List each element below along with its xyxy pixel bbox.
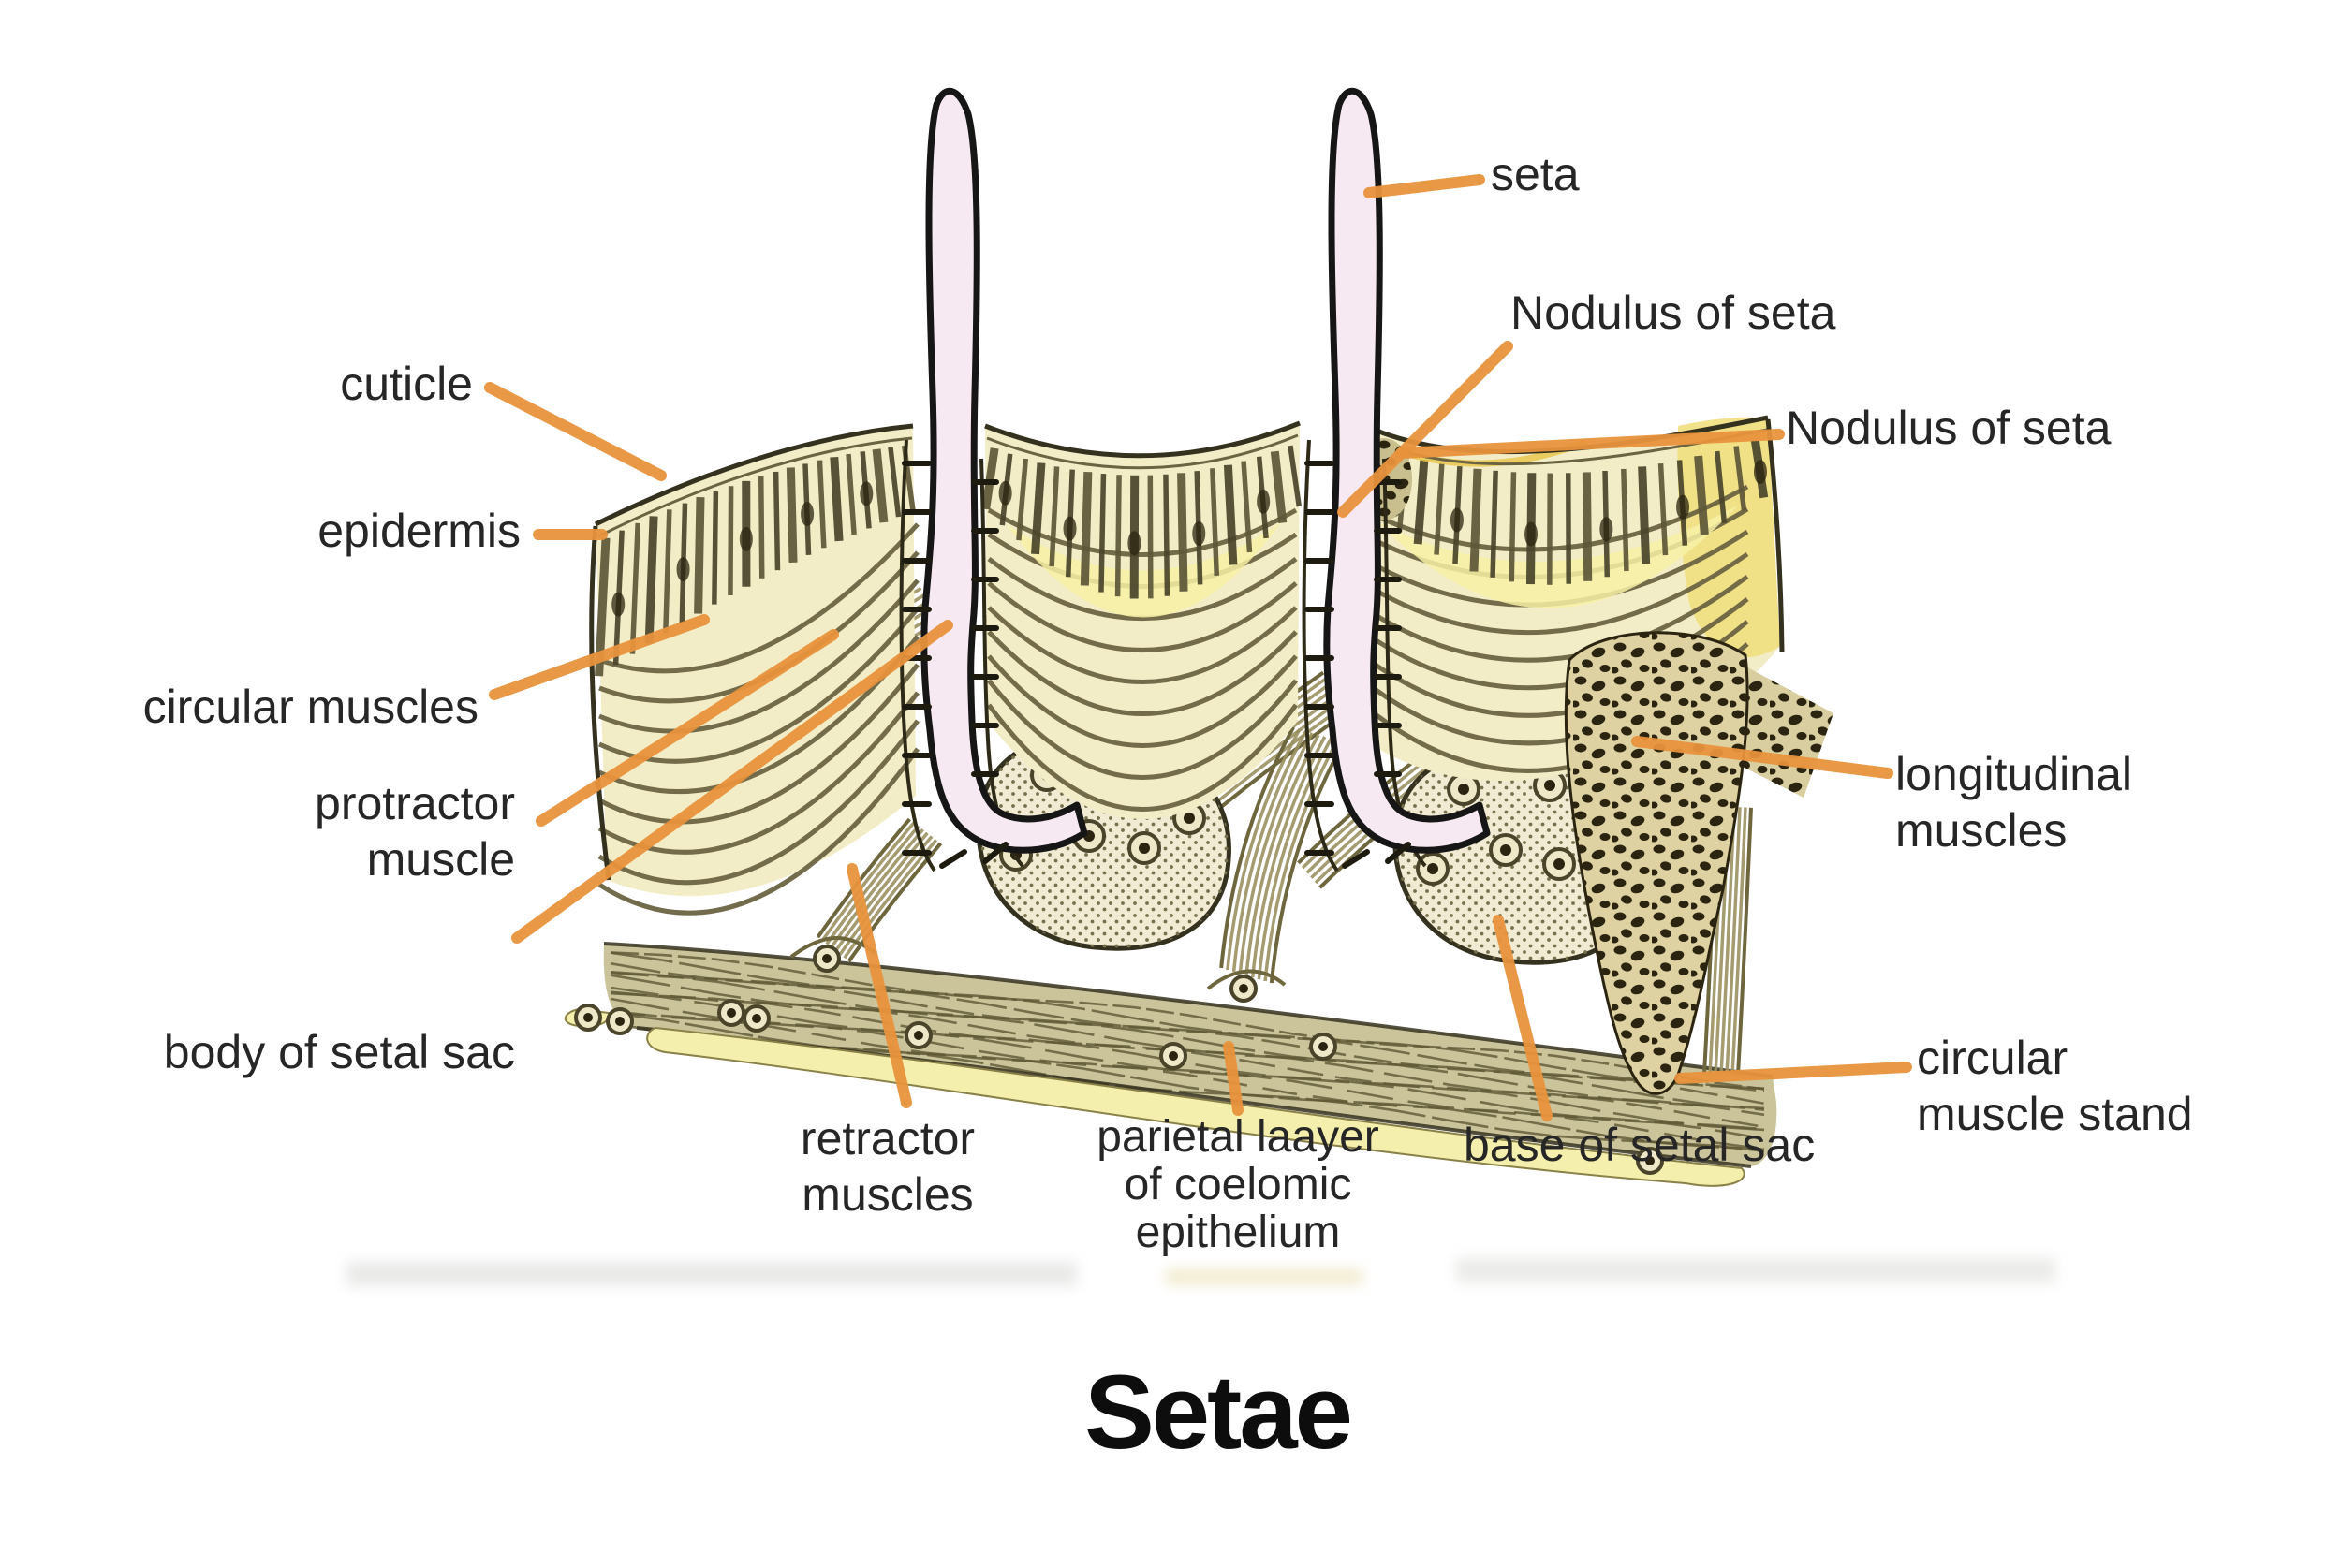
label-nodulus-of-seta-2: Nodulus of seta (1786, 402, 2112, 454)
figure-title: Setae (1084, 1354, 1353, 1471)
leader-retractor-muscles (847, 863, 912, 1108)
parietal-layer-strip (646, 1026, 1745, 1187)
label-nodulus-of-seta-1: Nodulus of seta (1510, 286, 1836, 339)
label-protractor-muscle: protractor muscle (315, 777, 515, 886)
circular-muscle-stand (564, 942, 1777, 1187)
leader-cuticle (484, 382, 667, 481)
label-base-of-setal-sac: base of setal sac (1464, 1119, 1816, 1171)
leader-parietal-layer (1223, 1041, 1244, 1116)
label-longitudinal-muscles: longitudinal muscles (1895, 748, 2132, 857)
leader-nodulus-2 (1395, 429, 1785, 459)
leader-seta (1363, 174, 1485, 198)
cuticle-line (594, 423, 914, 527)
label-epidermis: epidermis (317, 505, 521, 557)
label-parietal-layer: parietal laayer of coelomic epithelium (1097, 1112, 1379, 1257)
leader-longitudinal-muscles (1631, 736, 1893, 779)
label-retractor-muscles: retractor muscles (800, 1112, 976, 1221)
label-circular-muscle-stand: circular muscle stand (1917, 1032, 2193, 1140)
longitudinal-muscles (1564, 631, 1833, 1095)
leader-base-of-setal-sac (1493, 915, 1553, 1121)
cell-nuclei (574, 945, 1664, 1175)
leader-body-of-setal-sac (511, 620, 953, 944)
leader-lines (484, 174, 1912, 1121)
label-body-of-setal-sac: body of setal sac (163, 1026, 515, 1078)
epidermis-striations-left (595, 445, 916, 677)
label-cuticle: cuticle (340, 358, 473, 410)
label-circular-muscles: circular muscles (142, 681, 479, 733)
leader-protractor-muscle (536, 629, 839, 827)
leader-circular-muscles (489, 614, 710, 700)
leader-circular-muscle-stand (1674, 1062, 1912, 1084)
epidermis-striations-middle (981, 445, 1303, 599)
label-seta: seta (1491, 148, 1580, 200)
cuticle-line (984, 420, 1301, 459)
leader-nodulus-1 (1337, 341, 1513, 518)
